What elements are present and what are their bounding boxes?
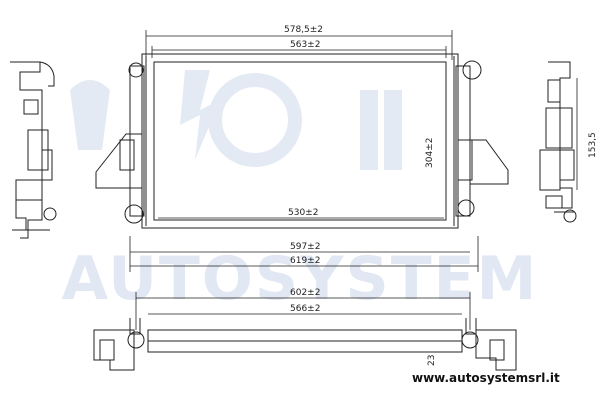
dim-top-overall: 578,5±2: [284, 25, 323, 35]
radiator-front-view: [95, 53, 509, 229]
watermark-logo: [70, 70, 402, 170]
dim-core-height: 304±2: [425, 138, 435, 168]
dim-bottom-1: 597±2: [290, 242, 320, 252]
dim-core-width: 530±2: [288, 208, 318, 218]
dim-bottom-2: 619±2: [290, 256, 320, 266]
dim-tube-depth: 23: [427, 355, 437, 366]
dim-side-height: 153,5: [588, 132, 598, 158]
dimension-lines: [129, 30, 578, 330]
website-url: www.autosystemsrl.it: [412, 371, 560, 385]
dim-top-core: 563±2: [290, 40, 320, 50]
right-side-view: [539, 61, 577, 223]
dim-lower-1: 602±2: [290, 288, 320, 298]
dim-lower-2: 566±2: [290, 304, 320, 314]
bottom-view: [93, 318, 517, 371]
watermark-text: AUTOSYSTEM: [61, 244, 539, 314]
dimension-labels: 578,5±2 563±2 304±2 530±2 597±2 619±2 60…: [284, 25, 598, 366]
left-side-view: [10, 61, 57, 239]
